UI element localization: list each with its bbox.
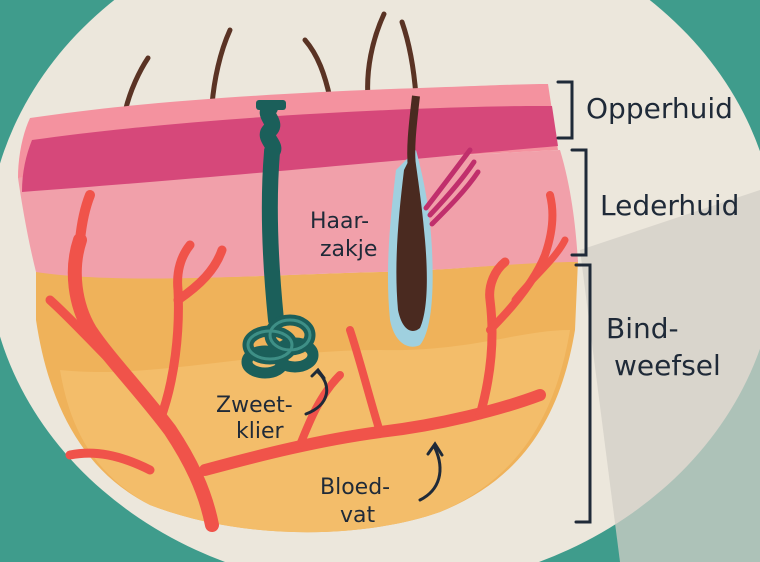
label-lederhuid: Lederhuid — [600, 189, 739, 222]
label-bloedvat-2: vat — [340, 503, 376, 528]
label-opperhuid: Opperhuid — [586, 92, 733, 125]
label-bindweefsel-2: weefsel — [614, 349, 721, 382]
label-haarzakje-2: zakje — [320, 237, 377, 262]
label-bindweefsel-1: Bind- — [606, 312, 679, 345]
label-bloedvat-1: Bloed- — [320, 475, 390, 500]
label-zweetklier-1: Zweet- — [216, 393, 293, 418]
label-haarzakje-1: Haar- — [310, 209, 369, 234]
label-zweetklier-2: klier — [236, 419, 285, 444]
